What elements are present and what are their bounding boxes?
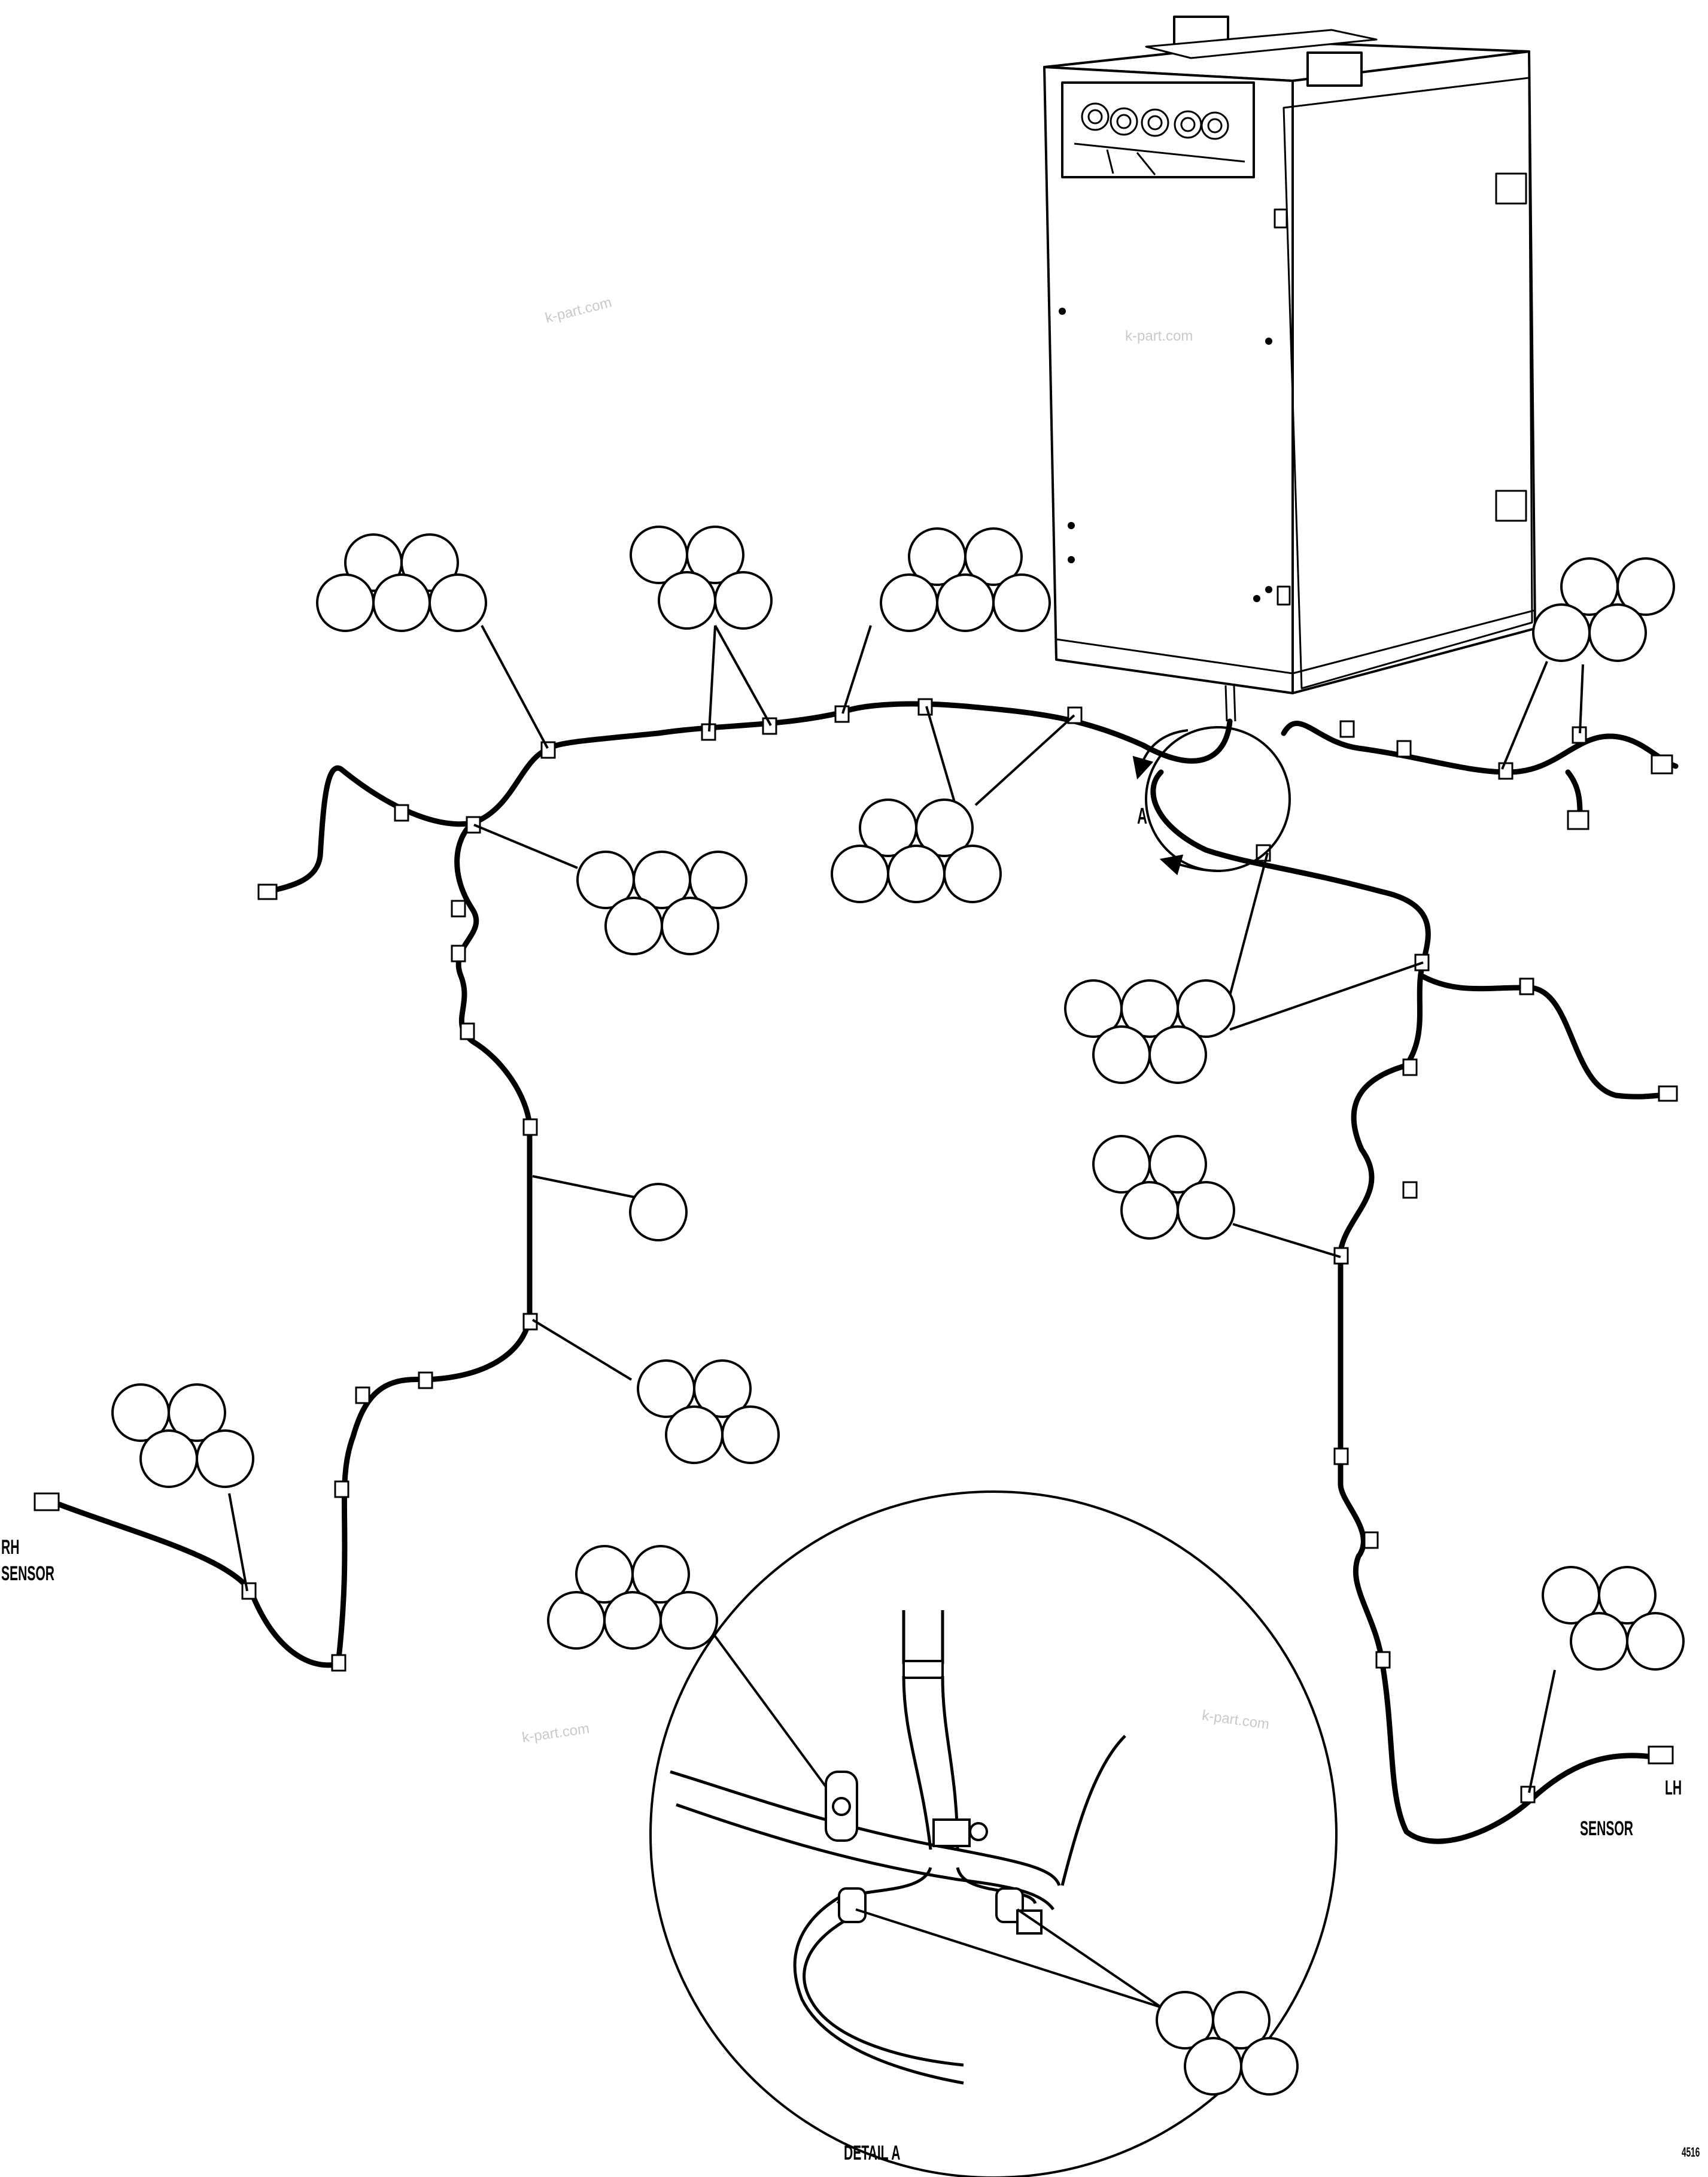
detail-a-view xyxy=(649,1490,1338,2177)
leader-line xyxy=(841,625,872,714)
leader-line xyxy=(708,625,716,732)
lh-sensor-label-line1: LH xyxy=(1665,1777,1682,1799)
leader-line xyxy=(708,1627,827,1788)
rh-sensor-connector xyxy=(34,1492,60,1511)
leader-line xyxy=(531,1319,633,1381)
cabinet-side xyxy=(1291,50,1536,694)
leader-line xyxy=(532,1175,635,1198)
p-clip xyxy=(825,1771,858,1842)
figure-number: 4516 xyxy=(1682,2145,1700,2160)
leader-line xyxy=(1501,661,1548,770)
leader-line xyxy=(714,625,772,726)
leader-line xyxy=(1232,1223,1341,1258)
connector-sockets xyxy=(1074,102,1245,175)
lifting-lug xyxy=(1306,51,1363,87)
detail-reference-letter: A xyxy=(1137,804,1148,829)
leader-line xyxy=(1229,961,1424,1031)
detail-a-magnifier xyxy=(1132,726,1291,876)
p-clip xyxy=(838,1887,867,1923)
leader-line xyxy=(1016,1908,1168,2012)
leader-line xyxy=(925,706,956,803)
lh-sensor-label-line2: SENSOR xyxy=(1580,1817,1634,1840)
leader-line xyxy=(855,1908,1165,2009)
leader-line xyxy=(1528,1669,1556,1793)
leader-line xyxy=(1579,664,1584,734)
rh-sensor-label-line2: SENSOR xyxy=(1,1562,55,1585)
door-latch xyxy=(1495,172,1527,205)
control-cabinet xyxy=(1043,16,1536,722)
watermark: k-part.com xyxy=(1125,328,1193,344)
leader-line xyxy=(974,714,1075,806)
leader-line xyxy=(481,625,549,749)
callout-balloons xyxy=(111,526,1685,2096)
door-latch xyxy=(1495,490,1527,522)
lh-sensor-connector xyxy=(1648,1745,1674,1765)
harness-clips xyxy=(241,698,1587,1803)
detail-a-title: DETAIL A xyxy=(844,2142,901,2164)
rh-sensor-label-line1: RH xyxy=(1,1536,20,1559)
leader-line xyxy=(228,1493,248,1592)
sensor-connectors xyxy=(34,754,1678,1765)
leader-line xyxy=(473,824,578,869)
